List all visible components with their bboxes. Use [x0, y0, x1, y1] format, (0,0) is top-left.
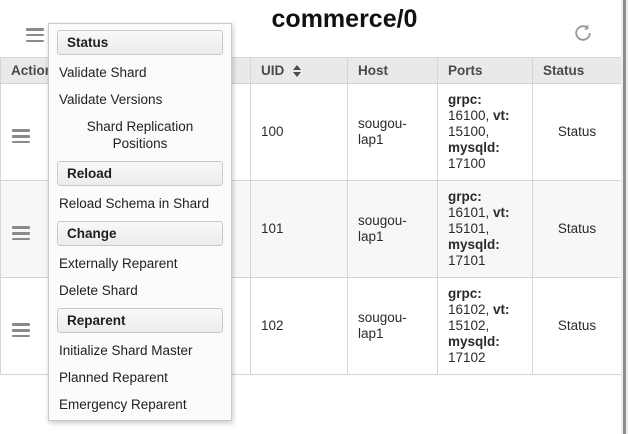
sort-desc-arrow — [293, 71, 302, 77]
hamburger-icon — [12, 323, 30, 338]
column-header-content: Ports — [448, 63, 483, 78]
menu-item-externally-reparent[interactable]: Externally Reparent — [59, 256, 178, 271]
ports-cell: grpc: 16101, vt: 15101, mysqld: 17101 — [437, 180, 533, 278]
hamburger-bar — [12, 232, 30, 235]
uid-cell: 100 — [250, 83, 348, 181]
column-label: Status — [543, 63, 585, 78]
menu-item-validate-shard[interactable]: Validate Shard — [59, 65, 147, 80]
hamburger-bar — [12, 334, 30, 338]
hamburger-bar — [12, 237, 30, 241]
column-label: Action — [11, 63, 53, 78]
column-header-content: Host — [358, 63, 388, 78]
column-header-status: Status — [532, 57, 622, 84]
scrollbar-track — [621, 0, 628, 434]
refresh-button[interactable] — [572, 22, 594, 44]
column-header-content: UID — [261, 63, 302, 78]
row-menu-button[interactable] — [12, 322, 32, 338]
status-cell: Status — [532, 277, 622, 375]
host-cell: sougou-lap1 — [347, 277, 438, 375]
hamburger-bar — [12, 129, 30, 132]
ports-cell: grpc: 16100, vt: 15100, mysqld: 17100 — [437, 83, 533, 181]
uid-cell: 102 — [250, 277, 348, 375]
refresh-icon — [572, 24, 594, 47]
column-header-uid[interactable]: UID — [250, 57, 348, 84]
hamburger-bar — [12, 140, 30, 144]
menu-item-validate-versions[interactable]: Validate Versions — [59, 92, 163, 107]
column-header-content: Action — [11, 63, 53, 78]
column-label: Host — [358, 63, 388, 78]
menu-section-header-status: Status — [57, 30, 223, 55]
hamburger-bar — [12, 323, 30, 326]
row-menu-button[interactable] — [12, 225, 32, 241]
column-header-content: Status — [543, 63, 584, 78]
host-cell: sougou-lap1 — [347, 83, 438, 181]
column-header-ports: Ports — [437, 57, 533, 84]
sort-icon[interactable] — [293, 64, 302, 77]
menu-item-delete-shard[interactable]: Delete Shard — [59, 283, 138, 298]
nav-menu-button[interactable] — [26, 27, 46, 43]
menu-item-emergency-reparent[interactable]: Emergency Reparent — [59, 397, 187, 412]
row-menu-button[interactable] — [12, 128, 32, 144]
page-title: commerce/0 — [271, 5, 418, 33]
hamburger-icon — [12, 129, 30, 144]
ports-cell: grpc: 16102, vt: 15102, mysqld: 17102 — [437, 277, 533, 375]
menu-item-reload-schema-in-shard[interactable]: Reload Schema in Shard — [59, 196, 210, 211]
hamburger-icon — [26, 28, 44, 42]
menu-item-shard-replication-positions[interactable]: Shard Replication Positions — [86, 119, 194, 151]
column-header-host: Host — [347, 57, 438, 84]
hamburger-bar — [12, 135, 30, 138]
sort-asc-arrow — [293, 64, 302, 70]
column-label: Ports — [448, 63, 483, 78]
hamburger-icon — [12, 226, 30, 241]
menu-section-header-change: Change — [57, 221, 223, 246]
menu-item-planned-reparent[interactable]: Planned Reparent — [59, 370, 168, 385]
menu-section-header-reparent: Reparent — [57, 308, 223, 333]
hamburger-bar — [12, 226, 30, 229]
status-cell: Status — [532, 180, 622, 278]
scrollbar-thumb[interactable] — [623, 0, 626, 434]
hamburger-bar — [12, 329, 30, 332]
host-cell: sougou-lap1 — [347, 180, 438, 278]
menu-section-header-reload: Reload — [57, 161, 223, 186]
uid-cell: 101 — [250, 180, 348, 278]
status-cell: Status — [532, 83, 622, 181]
column-label: UID — [261, 63, 285, 78]
menu-item-initialize-shard-master[interactable]: Initialize Shard Master — [59, 343, 193, 358]
